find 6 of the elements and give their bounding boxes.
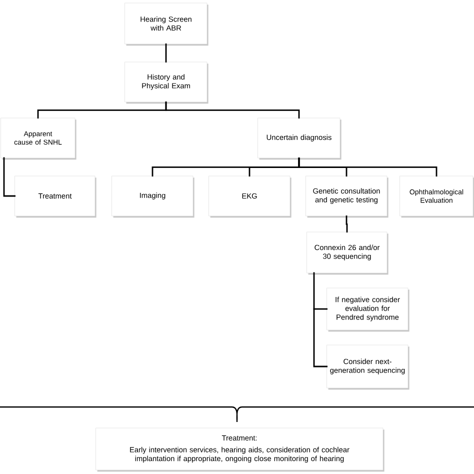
connector-line — [3, 157, 16, 197]
connector-line — [346, 216, 348, 232]
connector-line — [313, 272, 328, 368]
connector-line — [298, 158, 438, 176]
connector-line — [165, 44, 167, 62]
connector-line — [165, 102, 300, 118]
